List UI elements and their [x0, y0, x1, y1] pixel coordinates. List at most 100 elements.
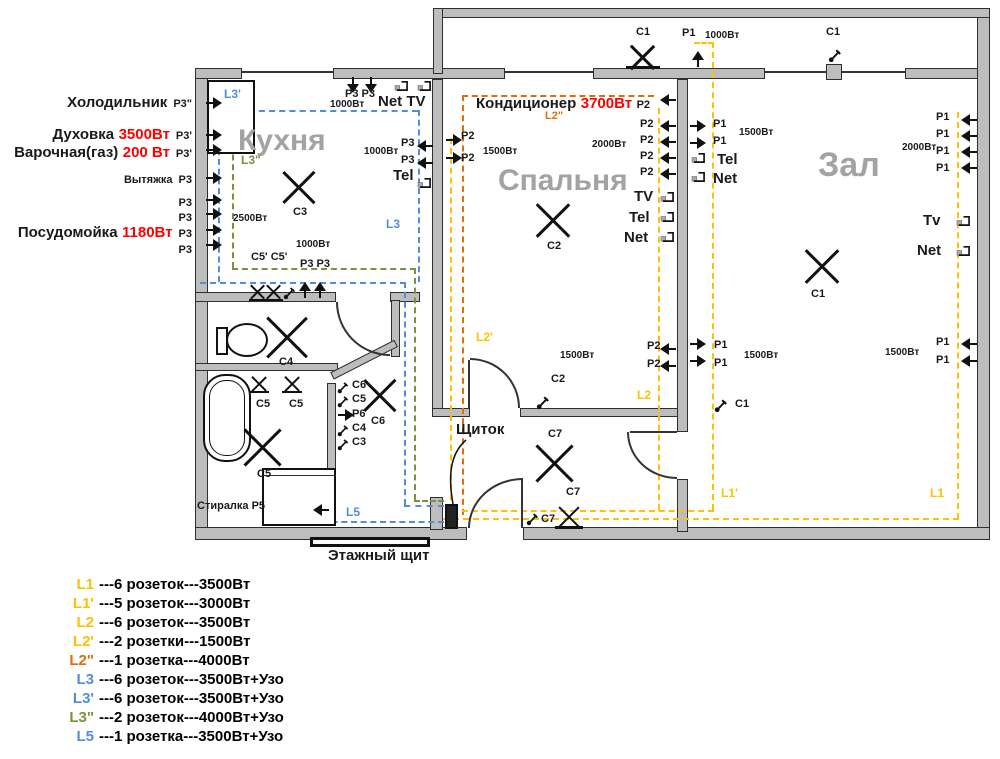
legend-text: ---2 розеток---4000Вт+Узо [99, 709, 284, 726]
panel-leader-line [449, 439, 467, 505]
door-entrance-arc [468, 478, 523, 528]
wall-jamb [391, 300, 400, 357]
socket-label: Р2 [640, 150, 654, 162]
appliance-power: 1180Вт [122, 224, 173, 241]
window-mullion [826, 64, 842, 80]
socket-hood-icon [206, 171, 222, 185]
socket-label: Р2 [640, 118, 654, 130]
legend-code: L2" [69, 652, 94, 669]
net-jack-icon [691, 170, 706, 183]
legend-code: L5 [76, 728, 94, 745]
legend-row-l5: L5 ---1 розетка---3500Вт+Узо [58, 728, 283, 745]
socket-p1-icon [961, 145, 977, 159]
legend-row-l2pp: L2"---1 розетка---4000Вт [58, 652, 249, 669]
room-label-kitchen: Кухня [238, 124, 326, 157]
circuit-l2pp-vert [462, 95, 464, 515]
wall-toilet-divider [195, 363, 338, 371]
appliance-power: 3500Вт [118, 126, 170, 143]
socket-p3-icon [206, 193, 222, 207]
light-c1-balcony-icon [630, 46, 656, 68]
socket-label: Р1 [936, 354, 950, 366]
light-label-c5p: C5' C5' [251, 251, 288, 263]
circuit-label-l3pp: L3" [241, 153, 261, 167]
legend-text: ---2 розетки---1500Вт [99, 633, 251, 650]
socket-p2-icon [660, 342, 676, 356]
socket-p1-icon [690, 119, 706, 133]
wall-light-c7-icon [558, 508, 580, 526]
legend-row-l3: L3---6 розеток---3500Вт+Узо [58, 671, 283, 688]
legend-code: L1 [76, 576, 94, 593]
socket-cooktop-icon [206, 143, 222, 157]
jack-label-tel: Tel [393, 167, 414, 184]
floor-panel-label: Этажный щит [328, 547, 430, 564]
switch-label-c2: C2 [551, 373, 566, 385]
door-hall-leaf [630, 431, 677, 433]
window-kitchen [242, 71, 333, 73]
socket-label: Р1 [936, 128, 950, 140]
panel-label: Щиток [456, 421, 505, 438]
power-label: 1000Вт [330, 99, 365, 110]
appliance-row: Р3 [2, 208, 192, 226]
switch-label-c5: C5 [352, 393, 367, 405]
apartment-panel [445, 504, 458, 529]
legend-code: L3' [72, 690, 94, 707]
light-c1-balcony-base [626, 66, 660, 69]
legend-text: ---1 розетка---3500Вт+Узо [99, 728, 284, 745]
appliance-row: Р3 [2, 193, 192, 211]
socket-ac-icon [660, 93, 676, 107]
light-c1-icon [804, 248, 840, 284]
socket-p2-icon [446, 133, 462, 147]
room-label-bedroom: Спальня [498, 164, 628, 197]
wall-light-c5-a-icon [251, 377, 267, 391]
socket-code: Р3' [175, 148, 192, 160]
socket-p6-icon [338, 408, 354, 422]
switch-c7-icon [526, 512, 540, 526]
door-entrance-leaf [521, 478, 523, 528]
bathtub-inner [209, 380, 245, 456]
wall-bottom-b [523, 527, 990, 540]
circuit-label-l3p: L3' [224, 87, 241, 101]
door-bedroom-arc [470, 358, 520, 408]
washing-machine-line [264, 475, 334, 476]
socket-code: Р3 [178, 228, 192, 240]
light-c3-icon [282, 170, 316, 204]
wall-balcony-left [433, 8, 443, 74]
socket-label: Р2 [647, 340, 661, 352]
circuit-label-l3: L3 [386, 217, 401, 231]
light-label-c1-balcony: C1 [636, 26, 651, 38]
toilet-bowl [226, 323, 268, 357]
switch-label-c7: C7 [541, 513, 556, 525]
jack-label-tv: Tv [923, 212, 941, 229]
jack-label-net: Net [713, 170, 738, 187]
appliance-name: Духовка [52, 126, 115, 143]
fridge-niche [207, 80, 255, 154]
appliance-power: 200 Вт [122, 144, 170, 161]
wall-kitchen-bedroom [432, 79, 443, 417]
circuit-l3-down [404, 282, 406, 505]
socket-balcony-p1-icon [691, 51, 705, 67]
light-label-c1: C1 [811, 288, 826, 300]
socket-code: Р3 [178, 197, 192, 209]
socket-p2-icon [660, 359, 676, 373]
power-label: 1500Вт [739, 127, 774, 138]
socket-p3-icon [417, 156, 433, 170]
circuit-l2pp-horiz [462, 95, 654, 97]
power-label: 2500Вт [233, 213, 268, 224]
switch-c5-icon [337, 395, 350, 408]
socket-label: Р2 [461, 130, 475, 142]
circuit-label-l2: L2 [637, 388, 652, 402]
socket-label: Р2 [461, 152, 475, 164]
power-label: 1000Вт [296, 239, 331, 250]
light-label-c4: C4 [279, 356, 294, 368]
socket-p1-icon [690, 354, 706, 368]
switch-c1-window-icon [828, 48, 843, 63]
appliance-name: Холодильник [67, 94, 168, 111]
floor-panel [310, 537, 430, 547]
circuit-l1-bottom [443, 518, 959, 520]
switch-icon [283, 286, 297, 300]
legend-code: L1' [72, 595, 94, 612]
light-label-c5: C5 [257, 468, 272, 480]
wall-right [977, 8, 990, 538]
